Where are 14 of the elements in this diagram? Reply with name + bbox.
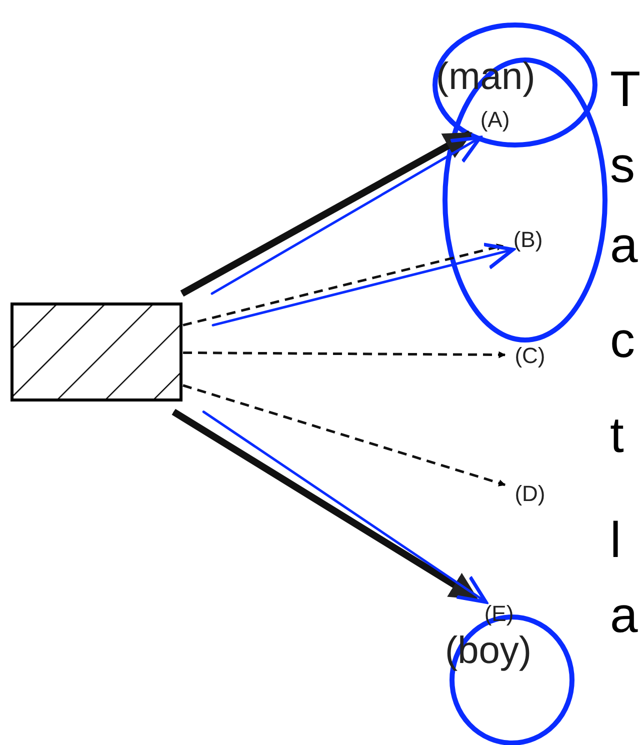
text-fragment: a (610, 590, 638, 640)
hatched-box (10, 302, 183, 402)
text-fragment: T (610, 64, 641, 114)
node-label: (B) (503, 224, 553, 254)
node-label: (C) (505, 340, 555, 370)
node-label: (D) (505, 478, 555, 508)
text-fragment: l (610, 515, 622, 565)
text-fragment: t (610, 410, 624, 460)
text-fragment: a (610, 220, 638, 270)
dashed-arrow (183, 351, 506, 358)
text-fragment: c (610, 315, 635, 365)
text-fragment: s (610, 140, 635, 190)
dashed-arrow (182, 384, 506, 486)
node-label: (A) (470, 104, 520, 134)
